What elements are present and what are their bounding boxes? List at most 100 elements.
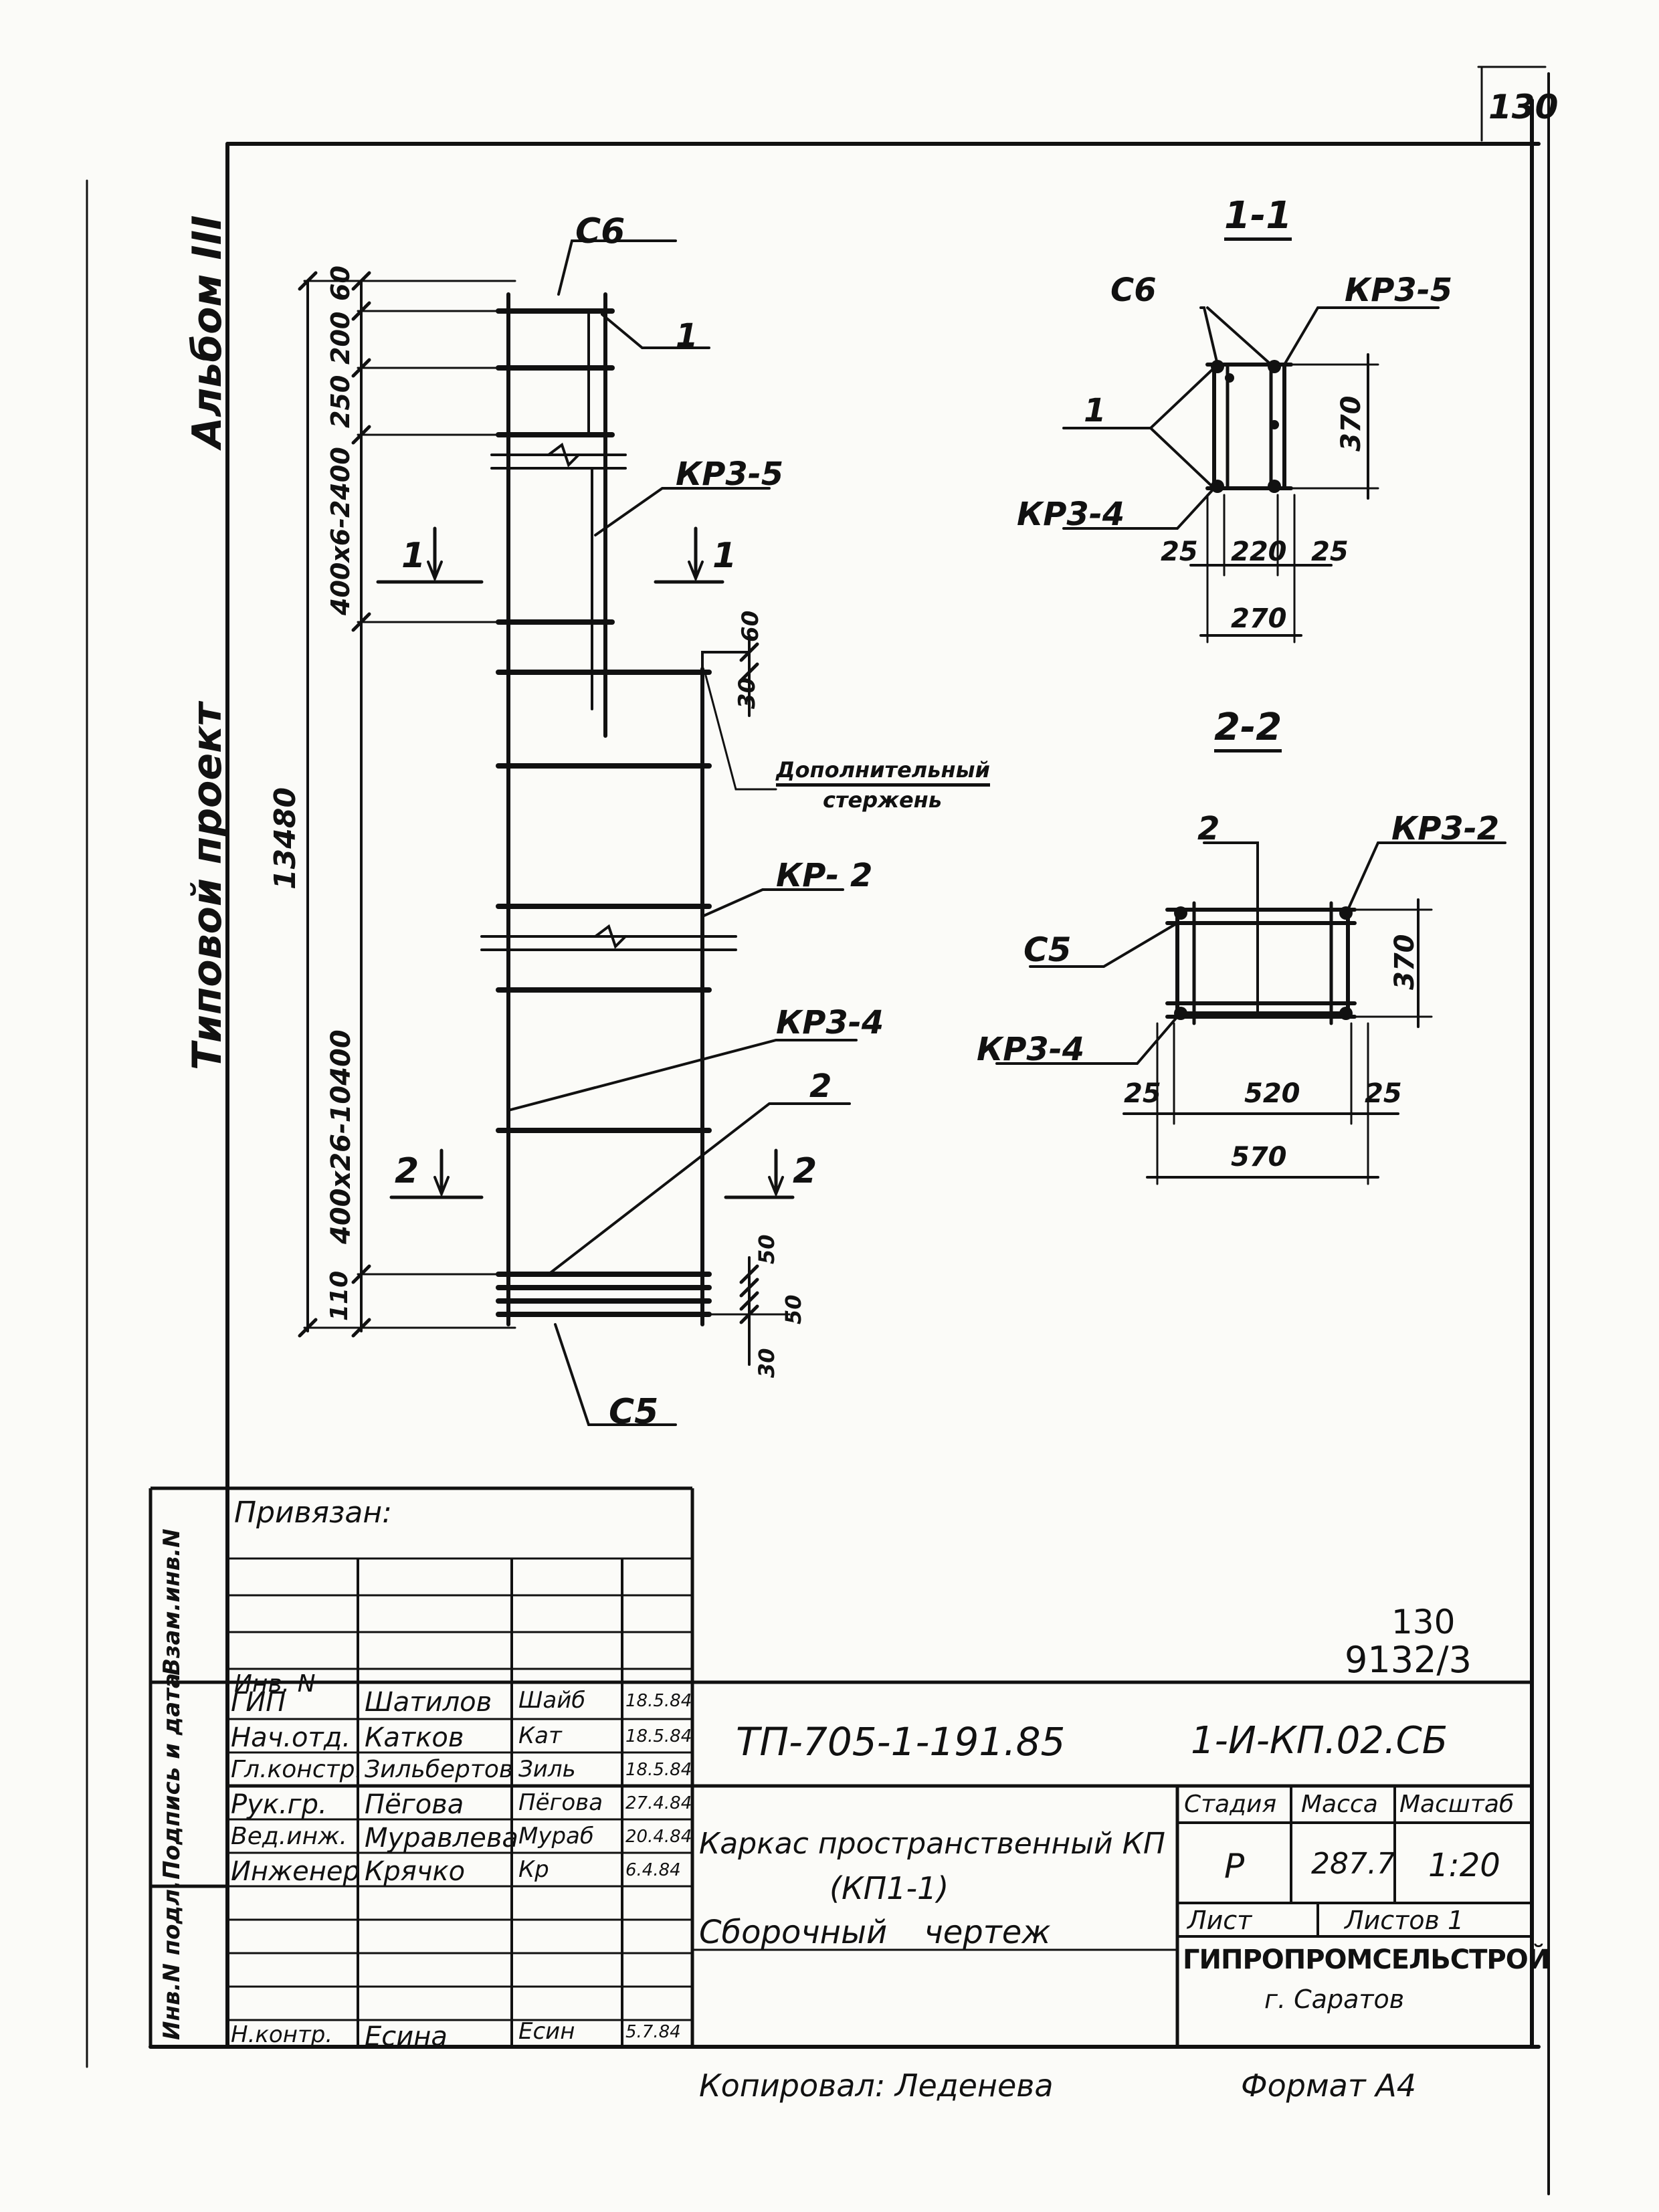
staff-role-6: Н.контр. [231, 2021, 333, 2048]
sec2-dim-25-left: 25 [1124, 1078, 1161, 1109]
sec2-dim-25-right: 25 [1365, 1078, 1402, 1109]
sec1-label-sb: С6 [1110, 272, 1157, 309]
section-2-title: 2-2 [1214, 709, 1282, 752]
dim-400x6: 400х6-2400 [326, 447, 355, 615]
section-mark-1-left: 1 [401, 536, 426, 576]
staff-name-1: Катков [365, 1722, 464, 1753]
scale-header: Масштаб [1399, 1791, 1515, 1818]
sec2-label-c5: С5 [1023, 930, 1072, 969]
staff-name-2: Зильбертов [365, 1756, 514, 1783]
object-name-line1: Каркас пространственный КП [699, 1827, 1165, 1861]
staff-name-0: Шатилов [365, 1687, 492, 1718]
dim-right-50a: 50 [754, 1234, 779, 1264]
label-extra-rod: Дополнительный [776, 759, 990, 787]
object-name-line2: (КП1-1) [830, 1870, 949, 1906]
label-krz4: КР3-4 [776, 1004, 884, 1041]
staff-date-4: 20.4.84 [625, 1827, 692, 1847]
sec1-dim-370: 370 [1336, 395, 1367, 452]
mass-header: Масса [1301, 1791, 1378, 1818]
label-c5-bottom: С5 [609, 1392, 659, 1432]
staff-role-4: Вед.инж. [231, 1823, 347, 1850]
staff-role-2: Гл.констр. [231, 1756, 363, 1783]
label-sb-top: С6 [575, 211, 625, 252]
staff-role-1: Нач.отд. [231, 1722, 351, 1753]
sheet-number: 130 [1488, 88, 1559, 126]
side-col-signature: Подпись и дата [159, 1673, 185, 1880]
project-code: ТП-705-1-191.85 [736, 1719, 1066, 1765]
mass-value: 287.7 [1311, 1847, 1395, 1881]
section-mark-1-right: 1 [712, 536, 737, 576]
section-mark-2-right: 2 [793, 1151, 817, 1191]
dim-400x26: 400х26-10400 [326, 1029, 357, 1244]
doc-index-bottom: 9132/3 [1345, 1639, 1472, 1681]
staff-date-0: 18.5.84 [625, 1691, 692, 1711]
staff-role-5: Инженер [231, 1856, 360, 1887]
staff-role-3: Рук.гр. [231, 1789, 327, 1820]
staff-date-6: 5.7.84 [625, 2022, 681, 2042]
side-col-replace: Взам.инв.N [159, 1528, 185, 1676]
dim-right-50b: 50 [781, 1294, 806, 1324]
album-label: Альбом III [184, 215, 231, 448]
sheet-label: Лист [1187, 1906, 1252, 1935]
label-krz5: КР3-5 [676, 456, 784, 493]
inv-label: Инв. N [234, 1670, 316, 1698]
staff-name-5: Крячко [365, 1856, 466, 1887]
object-name-line3: Сборочный чертеж [699, 1914, 1051, 1951]
sec1-dim-270: 270 [1231, 603, 1287, 634]
organization-city: г. Саратов [1264, 1985, 1405, 2014]
sec2-label-rod: 2 [1197, 810, 1220, 847]
dim-200: 200 [326, 311, 355, 365]
staff-name-6: Есина [365, 2021, 448, 2052]
drawing-code: 1-И-КП.02.СБ [1191, 1719, 1448, 1763]
dim-250: 250 [326, 375, 355, 428]
sec1-label-krz5: КР3-5 [1345, 272, 1453, 309]
staff-sign-1: Кат [518, 1722, 562, 1749]
doc-index-top: 130 [1391, 1603, 1456, 1641]
sec2-label-krz2: КР3-2 [1391, 810, 1500, 847]
sec1-label-krz4: КР3-4 [1017, 496, 1125, 533]
dim-60-top: 60 [326, 266, 355, 301]
paper-format: Формат А4 [1241, 2068, 1416, 2104]
label-kr-mid: КР- 2 [776, 857, 873, 894]
project-type-label: Типовой проект [184, 702, 231, 1070]
stage-value: Р [1224, 1847, 1245, 1886]
side-col-inv-orig: Инв.N подл. [159, 1880, 185, 2040]
staff-role-0: ГИП [231, 1687, 286, 1718]
staff-sign-0: Шайб [518, 1687, 586, 1714]
copied-by: Копировал: Леденева [699, 2068, 1054, 2104]
bound-label: Привязан: [234, 1496, 392, 1530]
dim-13480: 13480 [268, 787, 302, 890]
staff-date-1: 18.5.84 [625, 1726, 692, 1746]
sec2-dim-370: 370 [1389, 934, 1420, 991]
staff-name-3: Пёгова [365, 1789, 464, 1820]
staff-sign-5: Кр [518, 1856, 549, 1883]
sec1-dim-25-right: 25 [1311, 536, 1349, 567]
sec2-dim-570: 570 [1231, 1142, 1287, 1173]
staff-sign-6: Есин [518, 2018, 575, 2045]
sec1-label-rod: 1 [1084, 392, 1106, 429]
staff-date-5: 6.4.84 [625, 1860, 681, 1880]
sec2-dim-520: 520 [1244, 1078, 1300, 1109]
sec2-label-krz4: КР3-4 [977, 1031, 1085, 1068]
dim-110: 110 [326, 1270, 353, 1321]
sec1-dim-220: 220 [1231, 536, 1287, 567]
dim-right-30: 30 [734, 677, 761, 709]
organization-name: ГИПРОПРОМСЕЛЬСТРОЙ [1183, 1944, 1550, 1975]
dim-right-60: 60 [737, 610, 764, 642]
staff-date-2: 18.5.84 [625, 1760, 692, 1780]
stage-header: Стадия [1184, 1791, 1277, 1818]
staff-name-4: Муравлева [365, 1823, 518, 1853]
label-rod-1: 1 [676, 317, 698, 355]
sec1-dim-25-left: 25 [1161, 536, 1198, 567]
staff-date-3: 27.4.84 [625, 1793, 692, 1813]
dim-right-30b: 30 [754, 1348, 779, 1378]
label-extra-rod-2: стержень [823, 787, 943, 813]
scale-value: 1:20 [1428, 1847, 1500, 1884]
staff-sign-3: Пёгова [518, 1789, 603, 1816]
sheets-label: Листов 1 [1345, 1906, 1464, 1935]
section-mark-2-left: 2 [395, 1151, 419, 1191]
staff-sign-4: Мураб [518, 1823, 594, 1849]
section-1-title: 1-1 [1224, 197, 1292, 241]
staff-sign-2: Зиль [518, 1756, 576, 1783]
